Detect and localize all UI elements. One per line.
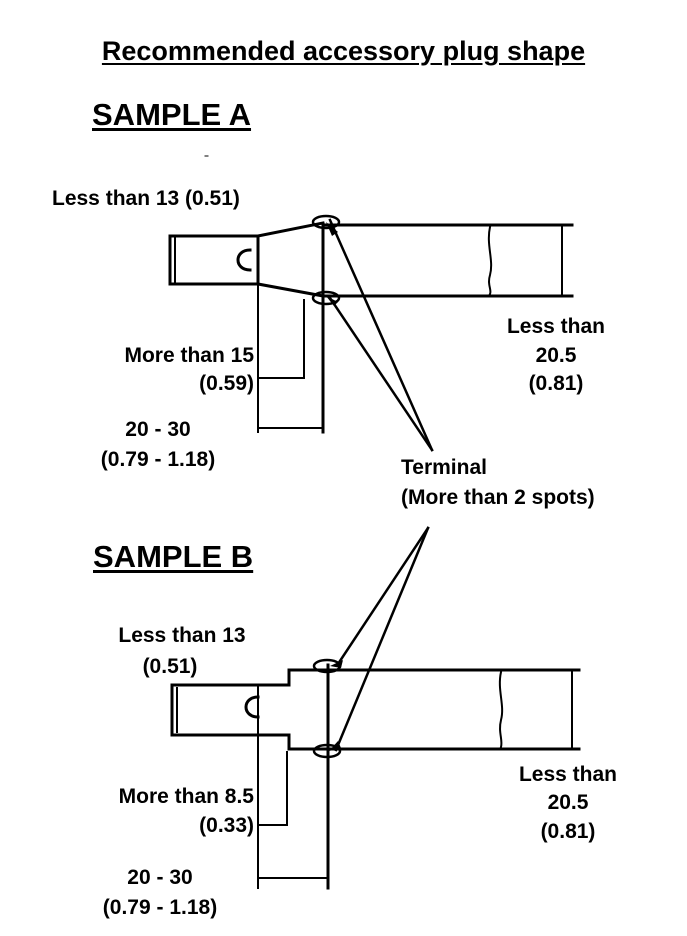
sample-a-shoulder-label-inch: (0.59) [199, 372, 254, 395]
sample-b-tip-label-inch: (0.51) [142, 655, 198, 678]
sample-a-heading: SAMPLE A [92, 97, 252, 132]
sample-b-diameter-label: Less than [518, 763, 618, 786]
sample-a-terminal-position-label: 20 - 30 [125, 418, 191, 441]
sample-a-diameter-value: 20.5 [535, 344, 577, 367]
sample-b-dimension-lines [177, 672, 572, 888]
sample-b-terminal-position-label-inch: (0.79 - 1.18) [102, 896, 218, 919]
sample-a-diameter-label: Less than [506, 315, 606, 338]
terminal-label-count: (More than 2 spots) [401, 486, 595, 509]
sample-a-shoulder-label: More than 15 [124, 344, 254, 367]
sample-a-dimension-lines [175, 227, 562, 432]
terminal-label: Terminal [401, 456, 487, 479]
sample-b-diameter-inch: (0.81) [540, 820, 596, 843]
sample-b-shoulder-label-inch: (0.33) [199, 814, 254, 837]
sample-b-terminal-position-label: 20 - 30 [127, 866, 193, 889]
sample-a-terminals [313, 216, 339, 304]
page-title: Recommended accessory plug shape [101, 36, 586, 66]
sample-a-diameter-inch: (0.81) [528, 372, 584, 395]
leader-arrowheads [326, 222, 343, 751]
sample-b-tip-label: Less than 13 [118, 624, 246, 647]
sample-b-heading: SAMPLE B [93, 539, 254, 574]
sample-a-terminal-position-label-inch: (0.79 - 1.18) [100, 448, 216, 471]
sample-b-diameter-value: 20.5 [547, 791, 589, 814]
sample-b-shoulder-label: More than 8.5 [118, 785, 254, 808]
sample-a-tip-label: Less than 13 (0.51) [52, 187, 240, 210]
terminal-leader-lines [330, 220, 432, 750]
